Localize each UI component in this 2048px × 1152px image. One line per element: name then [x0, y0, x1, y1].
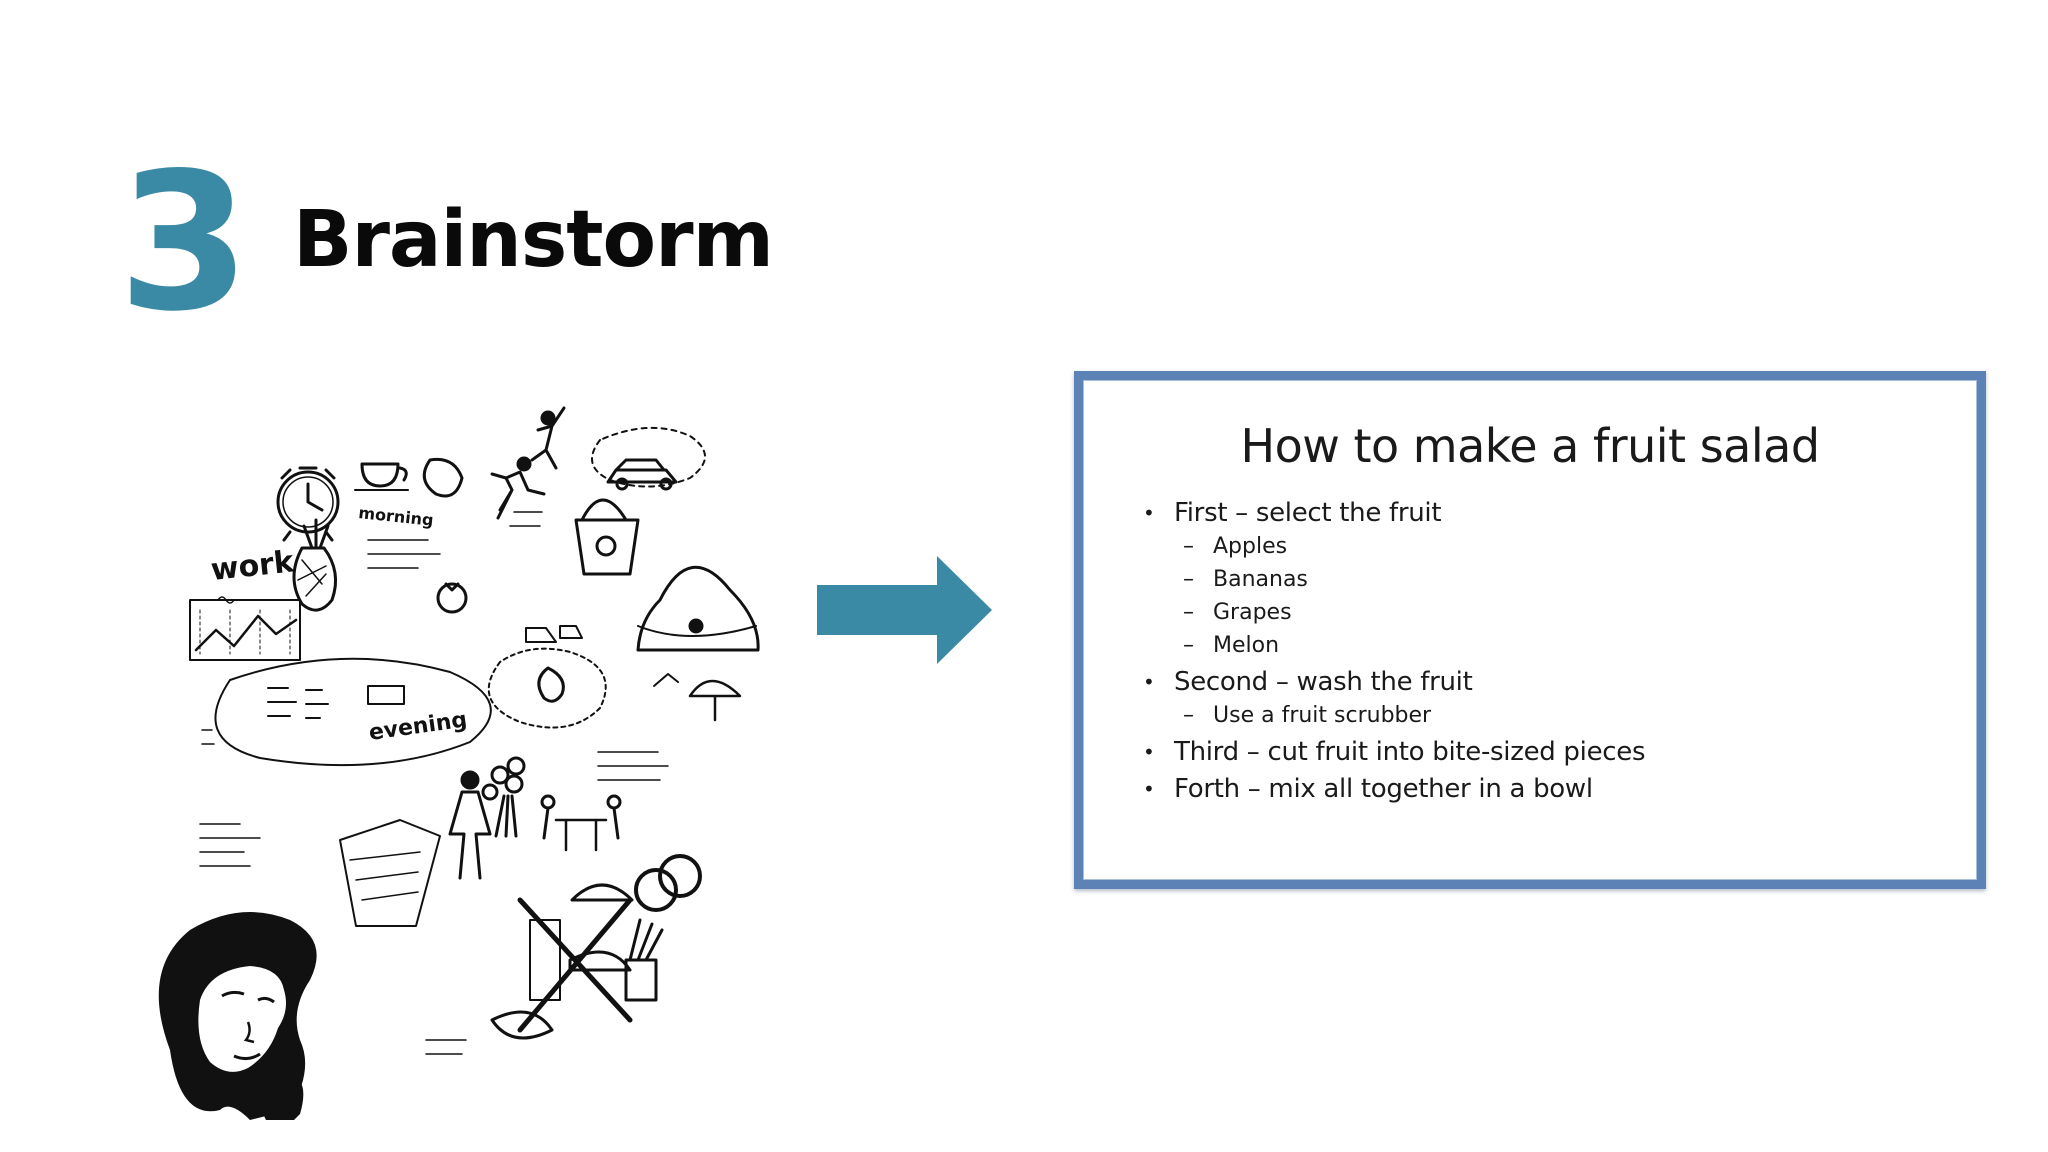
embedded-slide-preview: How to make a fruit salad • First – sele… [1074, 371, 1986, 889]
embedded-slide-title: How to make a fruit salad [1240, 419, 1820, 473]
bullet-item: • Forth – mix all together in a bowl [1143, 773, 1963, 806]
bullet-item-label: First – select the fruit [1174, 498, 1442, 528]
bullet-icon: • [1143, 501, 1155, 525]
bullet-icon: • [1143, 740, 1155, 764]
sub-bullet-label: Grapes [1213, 600, 1292, 625]
bullet-item-label: Forth – mix all together in a bowl [1174, 774, 1593, 804]
sub-bullet-label: Apples [1213, 534, 1288, 559]
bullet-item: • Third – cut fruit into bite-sized piec… [1143, 736, 1963, 769]
sub-bullet-label: Use a fruit scrubber [1213, 703, 1432, 728]
bullet-item: • First – select the fruit [1143, 497, 1963, 530]
right-arrow-icon [817, 556, 992, 664]
alarm-clock-icon [276, 466, 340, 542]
bullet-icon: • [1143, 670, 1155, 694]
brainstorm-doodles-illustration: work morning evening [158, 406, 760, 1120]
embedded-slide-bullet-list: • First – select the fruit – Apples – Ba… [1143, 497, 1963, 806]
sub-bullet-item: – Melon [1143, 629, 1963, 662]
bullet-item-label: Third – cut fruit into bite-sized pieces [1174, 737, 1646, 767]
sub-bullet-item: – Use a fruit scrubber [1143, 699, 1963, 732]
dash-icon: – [1183, 633, 1194, 658]
sub-bullet-label: Bananas [1213, 567, 1308, 592]
bullet-item: • Second – wash the fruit [1143, 666, 1963, 699]
doodle-word-evening: evening [367, 707, 468, 746]
bullet-icon: • [1143, 777, 1155, 801]
dash-icon: – [1183, 534, 1194, 559]
sub-bullet-item: – Grapes [1143, 596, 1963, 629]
doodle-word-work: work [209, 544, 296, 588]
thinking-woman-icon [158, 912, 317, 1120]
step-number: 3 [118, 132, 251, 353]
doodle-word-morning: morning [358, 503, 435, 530]
dash-icon: – [1183, 600, 1194, 625]
sub-bullet-label: Melon [1213, 633, 1280, 658]
dash-icon: – [1183, 703, 1194, 728]
sub-bullet-item: – Apples [1143, 530, 1963, 563]
sub-bullet-item: – Bananas [1143, 563, 1963, 596]
slide-title: Brainstorm [293, 195, 774, 285]
bullet-item-label: Second – wash the fruit [1174, 667, 1473, 697]
dash-icon: – [1183, 567, 1194, 592]
